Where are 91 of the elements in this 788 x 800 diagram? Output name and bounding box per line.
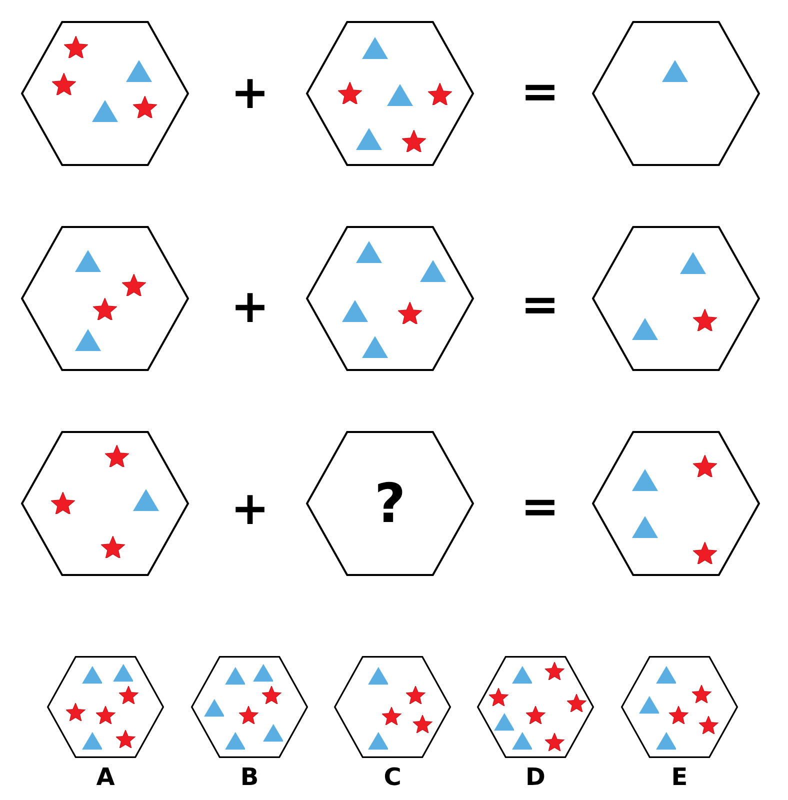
triangle-icon	[252, 664, 274, 682]
hexagon-frame	[21, 226, 189, 371]
triangle-icon	[656, 666, 676, 684]
triangle-icon	[224, 667, 246, 685]
triangle-icon	[75, 329, 101, 351]
hexagon-frame	[306, 226, 474, 371]
star-icon	[119, 686, 138, 704]
triangle-icon	[82, 666, 102, 684]
star-icon	[669, 706, 688, 724]
triangle-icon	[82, 732, 102, 750]
hexagon-frame	[334, 656, 451, 758]
star-icon	[338, 82, 362, 104]
star-icon	[101, 536, 125, 558]
star-icon	[96, 706, 116, 724]
triangle-icon	[512, 666, 532, 684]
triangle-icon	[662, 60, 688, 82]
star-icon	[545, 732, 564, 752]
star-icon	[413, 714, 432, 734]
triangle-icon	[632, 516, 658, 538]
star-icon	[93, 298, 117, 320]
hexagon-frame	[306, 431, 474, 576]
equals-sign: =	[520, 281, 560, 327]
plus-sign: +	[230, 485, 270, 531]
triangle-icon	[112, 664, 134, 682]
triangle-icon	[75, 250, 101, 272]
option-letter: D	[526, 765, 546, 789]
hexagon-frame	[592, 226, 760, 371]
star-icon	[567, 694, 586, 712]
hexagon-frame	[191, 656, 308, 758]
equals-sign: =	[520, 483, 560, 529]
star-icon	[693, 542, 717, 564]
star-icon	[133, 96, 157, 118]
triangle-icon	[656, 732, 676, 750]
star-icon	[262, 686, 282, 704]
triangle-icon	[342, 300, 368, 322]
triangle-icon	[356, 241, 382, 263]
question-mark: ?	[374, 476, 406, 530]
star-icon	[51, 492, 75, 514]
hexagon-frame	[47, 656, 164, 758]
hexagon-frame	[477, 656, 594, 758]
star-icon	[693, 308, 717, 332]
star-icon	[402, 130, 426, 152]
hexagon-frame	[592, 21, 760, 166]
triangle-icon	[133, 489, 159, 511]
triangle-icon	[368, 732, 388, 750]
triangle-icon	[362, 336, 388, 358]
plus-sign: +	[230, 283, 270, 329]
triangle-icon	[204, 699, 224, 717]
triangle-icon	[494, 713, 514, 731]
star-icon	[699, 716, 718, 734]
triangle-icon	[362, 37, 388, 59]
star-icon	[406, 686, 426, 704]
star-icon	[545, 662, 564, 680]
star-icon	[105, 444, 129, 468]
star-icon	[52, 72, 76, 96]
star-icon	[398, 302, 422, 324]
triangle-icon	[632, 318, 658, 340]
triangle-icon	[126, 60, 152, 82]
equals-sign: =	[520, 68, 560, 114]
option-letter: A	[96, 765, 115, 789]
triangle-icon	[224, 732, 246, 750]
star-icon	[526, 706, 546, 724]
hexagon-frame	[21, 431, 189, 576]
star-icon	[382, 706, 402, 726]
hexagon-frame	[621, 656, 738, 758]
triangle-icon	[262, 724, 284, 742]
triangle-icon	[680, 252, 706, 274]
star-icon	[122, 274, 146, 296]
hexagon-frame	[21, 21, 189, 166]
hexagon-frame	[306, 21, 474, 166]
triangle-icon	[92, 100, 118, 122]
star-icon	[239, 706, 258, 724]
hexagon-frame	[592, 431, 760, 576]
star-icon	[66, 702, 86, 722]
triangle-icon	[387, 84, 413, 106]
triangle-icon	[638, 696, 660, 714]
option-letter: B	[240, 765, 259, 789]
star-icon	[692, 684, 712, 704]
triangle-icon	[356, 128, 382, 150]
star-icon	[428, 82, 452, 106]
triangle-icon	[512, 732, 532, 750]
star-icon	[116, 730, 136, 748]
star-icon	[64, 36, 88, 58]
triangle-icon	[420, 260, 446, 282]
star-icon	[489, 688, 508, 706]
star-icon	[693, 454, 717, 478]
triangle-icon	[368, 667, 388, 685]
triangle-icon	[632, 469, 658, 491]
plus-sign: +	[230, 69, 270, 115]
option-letter: C	[384, 765, 402, 789]
option-letter: E	[671, 765, 688, 789]
